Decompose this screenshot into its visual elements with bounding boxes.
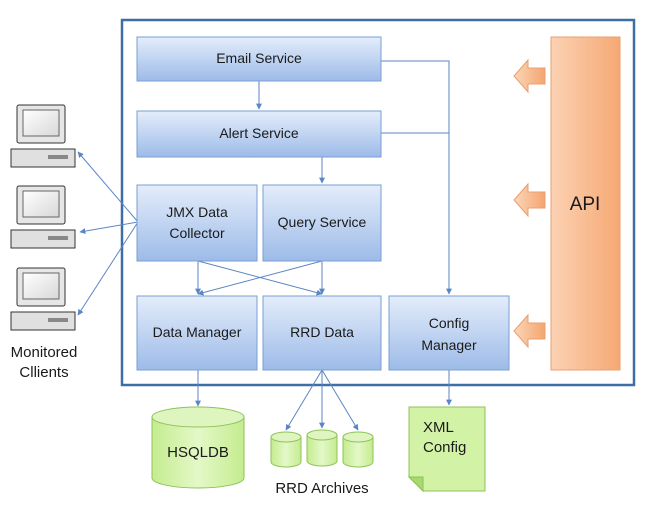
xml-config-label-line2: Config [423, 439, 466, 456]
config-manager-label-line2: Manager [421, 337, 477, 353]
client-computer-icon-1 [10, 104, 76, 168]
data-manager-box: Data Manager [136, 295, 258, 371]
config-manager-box: Config Manager [388, 295, 510, 371]
rrd-data-box: RRD Data [262, 295, 382, 371]
arrow-jmx-to-client-1 [77, 151, 139, 223]
api-box: API [550, 36, 621, 371]
arrow-jmx-to-client-2 [79, 221, 139, 235]
api-label: API [570, 194, 601, 215]
xml-config-document: XML Config [407, 406, 486, 493]
jmx-collector-label-line2: Collector [169, 225, 225, 241]
email-service-label: Email Service [216, 50, 302, 66]
alert-service-box: Alert Service [136, 110, 382, 158]
query-service-box: Query Service [262, 184, 382, 262]
hsqldb-cylinder: HSQLDB [151, 406, 245, 489]
rrd-archive-cylinder-3 [342, 431, 374, 468]
api-arrows [513, 58, 546, 349]
rrd-archives-label: RRD Archives [275, 480, 368, 497]
monitored-clients-label-line1: Monitored [11, 344, 78, 361]
arrow-query-to-datamanager [197, 260, 323, 296]
rrd-archives-group: RRD Archives [270, 429, 374, 497]
email-service-box: Email Service [136, 36, 382, 82]
rrd-archive-cylinder-1 [270, 431, 302, 468]
connectors [77, 60, 452, 431]
api-arrow-icon-1 [513, 58, 546, 94]
arrow-rrd-to-archive-1 [285, 369, 323, 431]
line-email-to-config [381, 60, 452, 295]
arrow-jmx-to-client-3 [77, 221, 139, 316]
jmx-collector-box: JMX Data Collector [136, 184, 258, 262]
xml-config-label-line1: XML [423, 419, 454, 436]
monitored-clients-label-line2: Cllients [19, 364, 68, 381]
client-computer-icon-3 [10, 267, 76, 331]
arrow-rrd-to-archive-3 [321, 369, 359, 431]
rrd-archive-cylinder-2 [306, 429, 338, 467]
api-arrow-icon-3 [513, 313, 546, 349]
jmx-collector-label-line1: JMX Data [166, 204, 228, 220]
rrd-data-label: RRD Data [290, 324, 354, 340]
hsqldb-label: HSQLDB [167, 444, 229, 461]
query-service-label: Query Service [278, 214, 367, 230]
client-computer-icon-2 [10, 185, 76, 249]
config-manager-label-line1: Config [429, 315, 469, 331]
data-manager-label: Data Manager [153, 324, 242, 340]
api-arrow-icon-2 [513, 182, 546, 218]
alert-service-label: Alert Service [219, 125, 299, 141]
